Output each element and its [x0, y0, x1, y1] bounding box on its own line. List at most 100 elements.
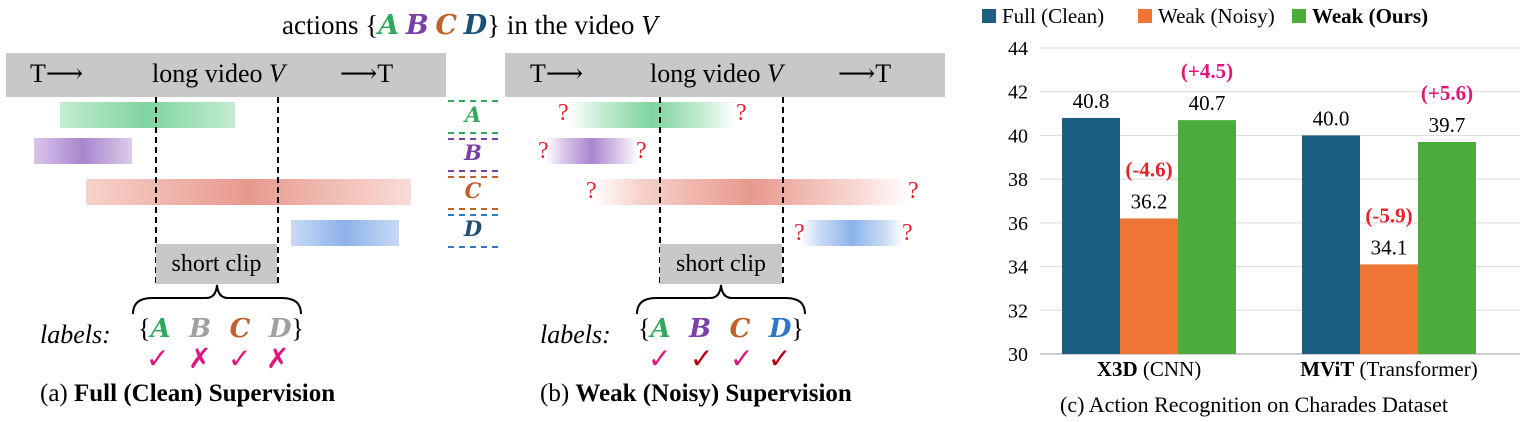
- y-tick-label: 38: [1008, 169, 1028, 191]
- legend-item-d: D: [448, 214, 498, 248]
- bar-value-label: 40.8: [1073, 89, 1110, 113]
- panel-b-segment-c: [592, 179, 910, 205]
- title-symbol-a: A: [378, 10, 400, 41]
- bar-value-label: 39.7: [1429, 113, 1466, 137]
- panel-b-brace: [636, 284, 806, 315]
- legend-letter-b: B: [464, 140, 482, 165]
- panel-b-question-d-start: ?: [794, 220, 805, 246]
- bar: [1178, 120, 1236, 354]
- panel-b-mark-d: ✓: [768, 342, 792, 375]
- panel-a-time-end: ⟶T: [340, 59, 394, 88]
- delta-annotation: (+5.6): [1421, 81, 1473, 105]
- panel-b-caption-prefix: (b): [540, 380, 576, 407]
- legend-letter-d: D: [463, 216, 483, 241]
- panel-a-segment-c: [86, 179, 411, 205]
- category-label-bold: MViT: [1300, 357, 1354, 381]
- y-tick-label: 42: [1008, 82, 1028, 104]
- y-tick-label: 32: [1008, 300, 1028, 322]
- panel-a-video-symbol: V: [269, 59, 285, 88]
- panel-a-caption-bold: Full (Clean) Supervision: [74, 380, 336, 407]
- panel-b-clip-end-line: [782, 97, 784, 283]
- panel-b-segment-d: [800, 220, 904, 246]
- legend-label: Weak (Noisy): [1158, 4, 1275, 28]
- panel-b-label-b: B: [689, 314, 712, 344]
- category-label-rest: (Transformer): [1354, 357, 1477, 381]
- panel-a-clip-end-line: [277, 97, 279, 283]
- panel-b-short-clip: short clip: [660, 244, 782, 284]
- panel-b-time-start: T⟶: [530, 59, 584, 88]
- legend-letter-a: A: [464, 102, 482, 127]
- bar-value-label: 34.1: [1371, 235, 1408, 259]
- y-tick-label: 44: [1008, 38, 1028, 60]
- panel-b-label-c: C: [729, 314, 751, 344]
- legend-swatch: [1138, 9, 1152, 23]
- panel-a-caption: (a) Full (Clean) Supervision: [40, 380, 335, 408]
- panel-a-caption-prefix: (a): [40, 380, 74, 407]
- panel-a-segment-a: [60, 102, 235, 128]
- bar: [1360, 264, 1418, 354]
- bar: [1062, 117, 1120, 354]
- panel-b-question-a-end: ?: [736, 100, 747, 126]
- panel-b-question-b-end: ?: [636, 138, 647, 164]
- panel-a-brace: [132, 284, 302, 315]
- panel-a-label-set: {A B C D}: [138, 314, 304, 344]
- panel-a-mark-b: ✗: [188, 342, 212, 375]
- y-tick-label: 40: [1008, 125, 1028, 147]
- panel-b-question-c-end: ?: [908, 178, 919, 204]
- action-legend: A B C D: [448, 100, 498, 248]
- panel-a-label-c: C: [229, 314, 251, 344]
- panel-b-time-end: ⟶T: [838, 59, 892, 88]
- panel-a-label-b: B: [189, 314, 212, 344]
- delta-annotation: (-4.6): [1125, 157, 1172, 181]
- chart-title: (c) Action Recognition on Charades Datas…: [1060, 392, 1448, 417]
- panel-b-question-b-start: ?: [538, 138, 549, 164]
- panel-a-mark-c: ✓: [228, 342, 252, 375]
- bar: [1418, 141, 1476, 354]
- panel-a-short-clip: short clip: [156, 244, 277, 284]
- bar: [1302, 135, 1360, 354]
- panel-a-long-video-label: long video V: [152, 59, 285, 89]
- legend-item-b: B: [448, 138, 498, 172]
- panel-b-caption-bold: Weak (Noisy) Supervision: [575, 380, 852, 407]
- legend-label: Full (Clean): [1002, 4, 1104, 28]
- category-label-rest: (CNN): [1138, 357, 1202, 381]
- charades-bar-chart: 30 32 34 36 38 40 42 44 Full (Clean) Weak (Noisy)…: [982, 4, 1520, 417]
- category-label: X3D (CNN): [1097, 357, 1201, 381]
- panel-b-question-c-start: ?: [586, 178, 597, 204]
- figure-title: actions {A B C D} in the video V: [282, 10, 658, 41]
- panel-b-video-symbol: V: [767, 59, 783, 88]
- legend-item-a: A: [448, 100, 498, 134]
- title-symbol-d: D: [463, 10, 488, 41]
- panel-a-label-d: D: [268, 314, 292, 344]
- category-label: MViT (Transformer): [1300, 357, 1478, 381]
- panel-b-question-d-end: ?: [902, 220, 913, 246]
- panel-b-video-bar: [505, 53, 945, 97]
- category-label-bold: X3D: [1097, 357, 1138, 381]
- panel-b-long-video-text: long video: [650, 59, 761, 88]
- y-tick-label: 34: [1008, 257, 1028, 279]
- panel-a-long-video-text: long video: [152, 59, 263, 88]
- title-symbol-b: B: [405, 10, 429, 41]
- bar: [1120, 218, 1178, 354]
- title-symbol-c: C: [435, 10, 457, 41]
- panel-b-mark-c: ✓: [730, 342, 754, 375]
- legend-label: Weak (Ours): [1312, 4, 1428, 28]
- panel-b-caption: (b) Weak (Noisy) Supervision: [540, 380, 852, 408]
- y-tick-label: 30: [1008, 344, 1028, 366]
- bar-value-label: 40.7: [1189, 91, 1226, 115]
- panel-a-segment-d: [291, 220, 399, 246]
- panel-b-question-a-start: ?: [558, 100, 569, 126]
- panel-a-labels-word: labels:: [40, 320, 111, 349]
- panel-b-clip-start-line: [659, 97, 661, 283]
- legend-item-c: C: [448, 176, 498, 210]
- y-tick-label: 36: [1008, 213, 1028, 235]
- bar-value-label: 36.2: [1131, 189, 1168, 213]
- panel-b-long-video-label: long video V: [650, 59, 783, 89]
- legend-swatch: [982, 9, 996, 23]
- panel-b-mark-a: ✓: [648, 342, 672, 375]
- title-prefix: actions {: [282, 10, 379, 40]
- panel-b-label-a: A: [650, 314, 671, 344]
- panel-a-mark-a: ✓: [146, 342, 170, 375]
- panel-b-segment-b: [546, 138, 638, 164]
- legend-swatch: [1292, 9, 1306, 23]
